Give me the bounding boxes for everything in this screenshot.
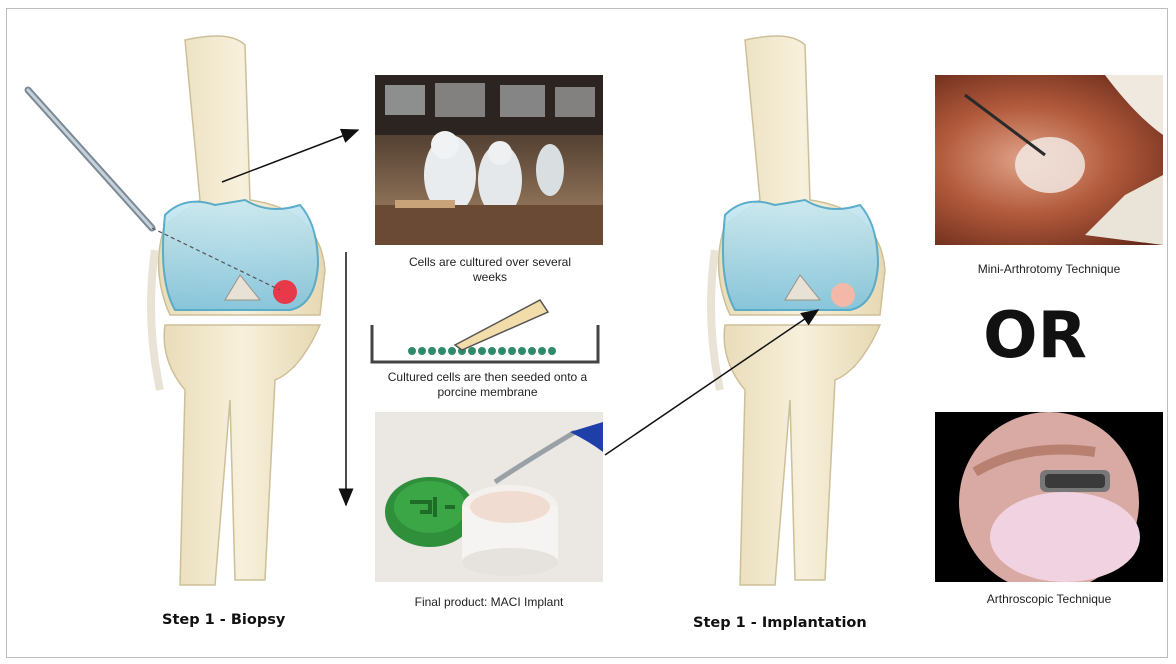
culture-dish-diagram bbox=[372, 300, 598, 362]
step-implantation-label: Step 1 - Implantation bbox=[693, 615, 867, 631]
caption-final: Final product: MACI Implant bbox=[375, 595, 603, 610]
caption-cultured: Cells are cultured over several weeks bbox=[400, 255, 580, 285]
left-knee-illustration bbox=[151, 36, 325, 585]
defect-red-dot bbox=[273, 280, 297, 304]
caption-seeded: Cultured cells are then seeded onto a po… bbox=[375, 370, 600, 400]
right-knee-illustration bbox=[711, 36, 885, 585]
step-biopsy-label: Step 1 - Biopsy bbox=[162, 612, 285, 628]
implant-site-dot bbox=[831, 283, 855, 307]
caption-arthroscopic: Arthroscopic Technique bbox=[935, 592, 1163, 607]
or-label: OR bbox=[965, 300, 1105, 372]
caption-mini-arthrotomy: Mini-Arthrotomy Technique bbox=[935, 262, 1163, 277]
